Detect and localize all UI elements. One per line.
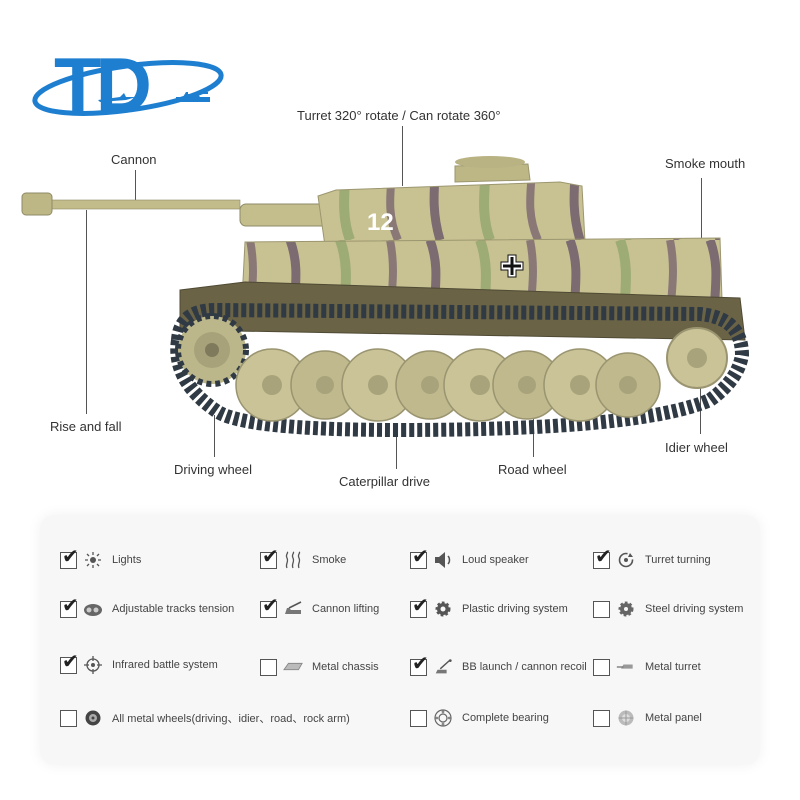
feature-checkbox [593, 600, 610, 618]
leader-cannon [135, 170, 136, 206]
feature-checkbox [260, 658, 277, 676]
check-icon: ✔ [62, 545, 79, 568]
callout-cannon: Cannon [111, 152, 157, 167]
check-icon: ✔ [62, 594, 79, 617]
feature-item: ✔ Infrared battle system [60, 652, 218, 677]
check-icon: ✔ [262, 594, 279, 617]
feature-item: ✔ Cannon lifting [260, 596, 380, 621]
feature-label: All metal wheels(driving、idier、road、rock… [112, 713, 350, 725]
callout-road-wheel: Road wheel [498, 462, 567, 477]
feature-item: ✔ Loud speaker [410, 547, 529, 572]
turret-icon [616, 657, 636, 677]
track-tension-icon [83, 599, 103, 619]
crosshair-icon [83, 655, 103, 675]
feature-label: Loud speaker [462, 554, 529, 566]
callout-idler-wheel: Idier wheel [665, 440, 728, 455]
leader-turret [402, 126, 403, 186]
feature-checkbox-checked: ✔ [60, 596, 79, 618]
feature-checkbox-checked: ✔ [410, 596, 429, 618]
check-icon: ✔ [262, 545, 279, 568]
feature-checkbox-checked: ✔ [260, 596, 279, 618]
check-icon: ✔ [595, 545, 612, 568]
feature-label: Infrared battle system [112, 659, 218, 671]
feature-label: Plastic driving system [462, 603, 568, 615]
smoke-icon [283, 550, 303, 570]
feature-item: ✔ BB launch / cannon recoil [410, 654, 587, 679]
feature-item: Steel driving system [593, 597, 743, 621]
logo-text: TD [54, 41, 150, 122]
feature-checkbox [410, 709, 427, 727]
feature-label: Turret turning [645, 554, 711, 566]
feature-item: Metal chassis [260, 655, 379, 679]
callout-rise-fall: Rise and fall [50, 419, 122, 434]
feature-checkbox-checked: ✔ [260, 547, 279, 569]
feature-checkbox-checked: ✔ [60, 652, 79, 674]
feature-checkbox [60, 709, 77, 727]
callout-turret: Turret 320° rotate / Can rotate 360° [297, 108, 501, 123]
features-panel: ✔ Lights ✔ Smoke ✔ Loud speaker ✔ Turret turnin… [40, 515, 760, 765]
feature-item: Metal turret [593, 655, 701, 679]
feature-checkbox [593, 658, 610, 676]
callout-driving-wheel: Driving wheel [174, 462, 253, 477]
feature-item: Complete bearing [410, 706, 549, 730]
feature-label: BB launch / cannon recoil [462, 661, 587, 673]
callout-smoke-mouth: Smoke mouth [665, 156, 746, 171]
steel-gear-icon [616, 599, 636, 619]
feature-label: Complete bearing [462, 712, 549, 724]
check-icon: ✔ [412, 545, 429, 568]
feature-label: Cannon lifting [312, 603, 380, 615]
feature-item: Metal panel [593, 706, 702, 730]
turret-number: 12 [367, 209, 394, 236]
check-icon: ✔ [412, 594, 429, 617]
feature-checkbox-checked: ✔ [593, 547, 612, 569]
speaker-icon [433, 550, 453, 570]
bearing-icon [433, 708, 453, 728]
feature-label: Steel driving system [645, 603, 744, 615]
feature-checkbox-checked: ✔ [410, 654, 429, 676]
cannon-lift-icon [283, 599, 303, 619]
check-icon: ✔ [412, 652, 429, 675]
feature-item: All metal wheels(driving、idier、road、rock… [60, 706, 350, 730]
feature-checkbox-checked: ✔ [60, 547, 79, 569]
leader-smoke [701, 178, 702, 238]
feature-label: Metal chassis [312, 661, 379, 673]
feature-checkbox [593, 709, 610, 727]
feature-item: ✔ Adjustable tracks tension [60, 596, 235, 621]
feature-label: Lights [112, 554, 142, 566]
sun-icon [83, 550, 103, 570]
leader-driving [214, 415, 215, 457]
feature-label: Smoke [312, 554, 347, 566]
brand-logo: TD [32, 41, 224, 122]
feature-item: ✔ Plastic driving system [410, 596, 568, 621]
feature-label: Metal turret [645, 661, 701, 673]
feature-item: ✔ Turret turning [593, 547, 711, 572]
cross-emblem [500, 254, 524, 278]
check-icon: ✔ [62, 650, 79, 673]
feature-checkbox-checked: ✔ [410, 547, 429, 569]
wheel-icon [83, 708, 103, 728]
tank-illustration: 12 [21, 156, 750, 438]
leader-idler [700, 370, 701, 434]
callout-caterpillar: Caterpillar drive [339, 474, 431, 489]
panel-icon [616, 708, 636, 728]
feature-label: Adjustable tracks tension [112, 603, 235, 615]
gear-icon [433, 599, 453, 619]
leader-caterpillar [396, 425, 397, 469]
bb-launch-icon [433, 657, 453, 677]
rotate-icon [616, 550, 636, 570]
chassis-icon [283, 657, 303, 677]
feature-item: ✔ Lights [60, 547, 142, 572]
feature-item: ✔ Smoke [260, 547, 347, 572]
leader-rise-fall [86, 210, 87, 414]
feature-label: Metal panel [645, 712, 702, 724]
